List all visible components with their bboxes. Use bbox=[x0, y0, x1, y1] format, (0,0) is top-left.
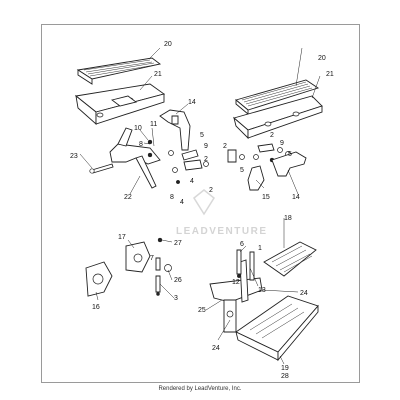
callout-18: 18 bbox=[284, 215, 292, 222]
callout-28: 28 bbox=[281, 373, 289, 380]
left-bracket bbox=[109, 127, 161, 189]
callout-14: 14 bbox=[292, 194, 300, 201]
callouts: 20 21 14 10 11 8 5 9 2 23 22 4 8 4 2 20 … bbox=[70, 41, 334, 380]
callout-9: 9 bbox=[280, 140, 284, 147]
callout-21: 21 bbox=[154, 71, 162, 78]
callout-5: 5 bbox=[200, 132, 204, 139]
callout-11: 11 bbox=[150, 121, 157, 128]
lower-bolts bbox=[236, 249, 255, 281]
callout-10: 10 bbox=[134, 125, 142, 132]
callout-13: 13 bbox=[258, 287, 266, 294]
watermark-text: LEADVENTURE bbox=[176, 226, 268, 237]
callout-1: 1 bbox=[258, 245, 262, 252]
callout-19: 19 bbox=[281, 365, 289, 372]
callout-2: 2 bbox=[204, 156, 208, 163]
callout-26: 26 bbox=[174, 277, 182, 284]
callout-25: 25 bbox=[198, 307, 206, 314]
left-footpeg bbox=[159, 109, 191, 151]
callout-12: 12 bbox=[232, 279, 240, 286]
callout-15: 15 bbox=[262, 194, 270, 201]
bracket-16 bbox=[85, 261, 113, 297]
lower-floorboard-pad bbox=[263, 241, 317, 277]
callout-20: 20 bbox=[164, 41, 172, 48]
callout-24: 24 bbox=[212, 345, 220, 352]
callout-14: 14 bbox=[188, 99, 196, 106]
callout-20: 20 bbox=[318, 55, 326, 62]
callout-24: 24 bbox=[300, 290, 308, 297]
callout-5: 5 bbox=[288, 151, 292, 158]
callout-6: 6 bbox=[240, 241, 244, 248]
callout-4: 4 bbox=[190, 178, 194, 185]
watermark: LEADVENTURE bbox=[176, 189, 268, 237]
right-footpeg bbox=[271, 151, 307, 177]
left-hardware bbox=[147, 139, 209, 184]
callout-2: 2 bbox=[223, 143, 227, 150]
callout-5: 5 bbox=[240, 167, 244, 174]
bracket-17 bbox=[125, 241, 151, 273]
callout-22: 22 bbox=[124, 194, 132, 201]
callout-2: 2 bbox=[209, 187, 213, 194]
callout-17: 17 bbox=[118, 234, 126, 241]
callout-27: 27 bbox=[174, 240, 182, 247]
lower-floorboard-base bbox=[235, 295, 319, 362]
callout-2: 2 bbox=[270, 132, 274, 139]
callout-8: 8 bbox=[170, 194, 174, 201]
leader-lines bbox=[79, 47, 321, 365]
callout-9: 9 bbox=[204, 143, 208, 150]
callout-4: 4 bbox=[180, 199, 184, 206]
callout-16: 16 bbox=[92, 304, 100, 311]
callout-23: 23 bbox=[70, 153, 78, 160]
callout-8: 8 bbox=[139, 141, 143, 148]
footer-credit: Rendered by LeadVenture, Inc. bbox=[158, 386, 242, 392]
diagram-frame bbox=[41, 24, 360, 383]
right-floorboard-pad bbox=[235, 79, 320, 115]
left-floorboard-pad bbox=[76, 57, 162, 85]
callout-3: 3 bbox=[174, 295, 178, 302]
callout-7: 7 bbox=[150, 255, 154, 262]
bolt-23 bbox=[89, 163, 114, 174]
right-floorboard-base bbox=[233, 95, 323, 140]
left-floorboard-base bbox=[74, 83, 166, 126]
clip-15 bbox=[247, 165, 265, 191]
lower-mount-bracket bbox=[209, 259, 263, 333]
bracket-hardware bbox=[155, 237, 172, 296]
callout-21: 21 bbox=[326, 71, 334, 78]
